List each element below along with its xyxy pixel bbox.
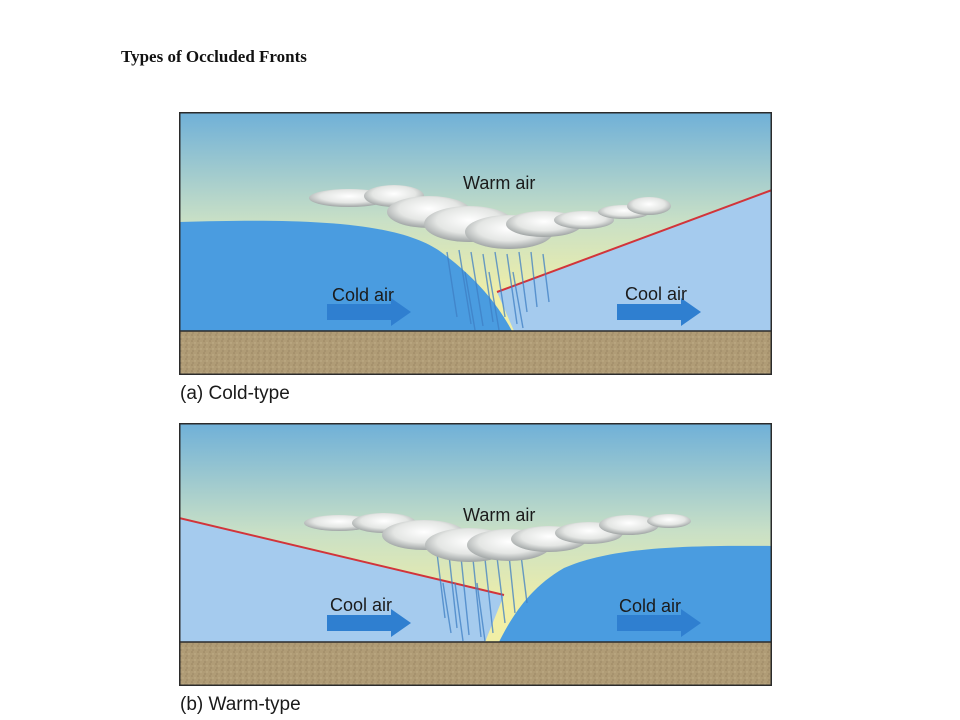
cool-air-label: Cool air — [330, 595, 392, 615]
cold-type-illustration: Warm air Cold air Cool air — [179, 112, 772, 375]
occluded-front-line — [496, 189, 772, 293]
warm-air-label: Warm air — [463, 173, 535, 193]
cold-air-arrow — [327, 298, 411, 326]
cold-air-mass — [179, 220, 512, 331]
diagram-warm-type: Warm air Cool air Cold air — [179, 423, 772, 686]
cold-air-mass — [499, 545, 772, 642]
ground — [179, 331, 772, 375]
warm-air-label: Warm air — [463, 505, 535, 525]
cool-air-arrow — [327, 609, 411, 637]
cool-air-mass — [179, 518, 504, 642]
page-title: Types of Occluded Fronts — [121, 47, 307, 66]
diagram-cold-type: Warm air Cold air Cool air — [179, 112, 772, 375]
cold-air-arrow — [617, 609, 701, 637]
caption-cold-type: (a) Cold-type — [180, 383, 290, 404]
cold-air-label: Cold air — [619, 596, 681, 616]
occluded-front-line — [179, 517, 505, 596]
cool-air-arrow — [617, 298, 701, 326]
cloud — [304, 513, 691, 562]
warm-type-illustration: Warm air Cool air Cold air — [179, 423, 772, 686]
cool-air-mass — [497, 190, 772, 331]
ground — [179, 642, 772, 686]
cloud — [309, 185, 671, 249]
caption-warm-type: (b) Warm-type — [180, 694, 301, 715]
cool-air-label: Cool air — [625, 284, 687, 304]
precipitation — [446, 249, 550, 331]
cold-air-label: Cold air — [332, 285, 394, 305]
precipitation — [436, 552, 528, 642]
